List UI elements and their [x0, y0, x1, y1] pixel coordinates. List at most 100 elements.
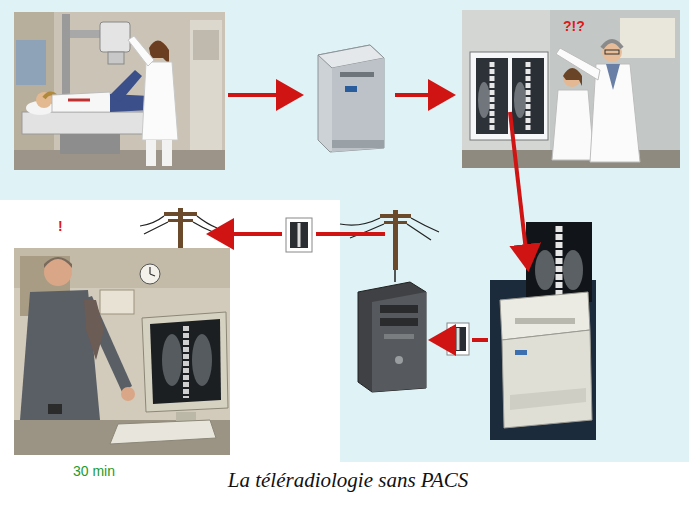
- remote-reader-photo-part: [192, 334, 212, 386]
- computer-tower-part: [358, 282, 426, 392]
- remote-reader-photo-part: [44, 257, 72, 268]
- remote-reader-photo: [14, 248, 230, 455]
- xray-room-photo-part: [100, 22, 130, 52]
- film-scanner: [490, 222, 596, 440]
- flow-arrows-part: [510, 112, 528, 268]
- remote-reader-photo-part: [142, 312, 228, 412]
- reading-room-photo-part: [514, 82, 526, 118]
- flow-arrows-part: [432, 338, 444, 342]
- utility-poles-part: [164, 212, 197, 216]
- reading-room-photo-part: [462, 10, 550, 168]
- xray-room-photo-part: [162, 140, 172, 166]
- reading-room-photo-part: [476, 58, 508, 134]
- xray-room-photo-part: [190, 20, 222, 150]
- reading-room-photo-part: [556, 48, 600, 80]
- remote-reader-photo-part: [140, 264, 160, 284]
- reading-room-photo-part: [620, 18, 675, 58]
- xray-room-photo-part: [52, 92, 112, 112]
- xray-room-photo-part: [16, 40, 46, 85]
- remote-reader-photo-part: [100, 290, 134, 314]
- reading-room-photo-part: [462, 10, 680, 168]
- film-scanner-part: [526, 222, 592, 302]
- figure-caption: La téléradiologie sans PACS: [228, 468, 469, 493]
- remote-reader-photo-part: [183, 326, 189, 398]
- reading-room-photo-part: [602, 42, 622, 62]
- film-scanner-part: [510, 388, 586, 410]
- xray-room-photo-part: [146, 140, 156, 166]
- flow-arrows-part: [472, 338, 488, 342]
- computer-tower-part: [380, 318, 418, 326]
- computer-tower-part: [395, 356, 403, 364]
- remote-reader-photo-part: [14, 420, 230, 455]
- xray-file-icon-part: [286, 218, 312, 252]
- remote-reader-photo-part: [14, 248, 230, 455]
- alert-mark: ?!?: [563, 18, 585, 34]
- reading-room-photo-part: [478, 82, 490, 118]
- utility-poles-part: [168, 219, 193, 222]
- utility-poles-part: [384, 221, 407, 224]
- reading-room-photo-part: [602, 41, 622, 48]
- reading-room-photo-part: [552, 90, 594, 160]
- flow-arrows: [210, 95, 528, 340]
- film-processor-part: [340, 72, 374, 77]
- reading-room-photo-part: [605, 50, 619, 54]
- remote-reader-photo-part: [44, 258, 72, 286]
- xray-room-photo-part: [128, 36, 154, 66]
- xray-room-photo-part: [14, 12, 225, 170]
- reading-room-photo-part: [563, 68, 582, 86]
- film-scanner-part: [563, 250, 583, 290]
- reading-room-photo-part: [470, 52, 548, 140]
- xray-room-photo: [14, 12, 225, 170]
- reading-room-photo: [462, 10, 680, 168]
- xray-file-icon: [286, 218, 469, 355]
- utility-poles-part: [140, 216, 217, 234]
- alert-mark: !: [58, 218, 63, 234]
- xray-room-photo-part: [108, 52, 124, 64]
- background-part: [0, 0, 689, 462]
- remote-reader-photo-part: [121, 387, 135, 401]
- xray-room-photo-part: [193, 30, 219, 60]
- computer-tower-part: [372, 292, 426, 392]
- computer-tower: [358, 282, 426, 392]
- reading-room-photo-part: [606, 64, 620, 90]
- utility-poles-part: [394, 270, 396, 282]
- utility-poles-part: [380, 214, 411, 218]
- utility-poles-part: [393, 210, 398, 270]
- xray-file-icon-part: [457, 328, 460, 350]
- film-processor-part: [332, 58, 384, 152]
- remote-reader-photo-part: [48, 404, 62, 414]
- background: [0, 0, 689, 462]
- remote-reader-photo-part: [80, 296, 132, 392]
- flow-arrows-part: [395, 93, 452, 97]
- film-processor: [318, 45, 384, 152]
- reading-room-photo-part: [526, 62, 531, 130]
- film-processor-part: [345, 86, 357, 92]
- film-scanner-part: [502, 330, 592, 428]
- film-scanner-part: [535, 250, 555, 290]
- xray-file-icon-part: [298, 223, 301, 247]
- xray-room-photo-part: [68, 99, 90, 102]
- reading-room-photo-part: [512, 58, 544, 134]
- xray-room-photo-part: [142, 62, 178, 140]
- computer-tower-part: [384, 334, 414, 339]
- utility-poles-part: [340, 218, 439, 240]
- remote-reader-photo-part: [162, 334, 182, 386]
- film-scanner-part: [515, 318, 575, 324]
- film-processor-part: [318, 45, 384, 152]
- computer-tower-part: [380, 305, 418, 313]
- remote-reader-photo-part: [110, 420, 216, 444]
- film-scanner-part: [556, 226, 563, 298]
- remote-reader-photo-part: [150, 319, 221, 404]
- reading-room-photo-part: [490, 62, 495, 130]
- film-processor-part: [332, 140, 384, 148]
- remote-reader-photo-part: [84, 300, 104, 360]
- flow-arrows-part: [228, 93, 300, 97]
- film-scanner-part: [515, 350, 527, 355]
- reading-room-photo-part: [563, 69, 581, 87]
- xray-file-icon-part: [450, 327, 466, 351]
- xray-file-icon-part: [447, 323, 469, 355]
- film-scanner-part: [490, 280, 596, 440]
- time-label: 30 min: [73, 463, 115, 479]
